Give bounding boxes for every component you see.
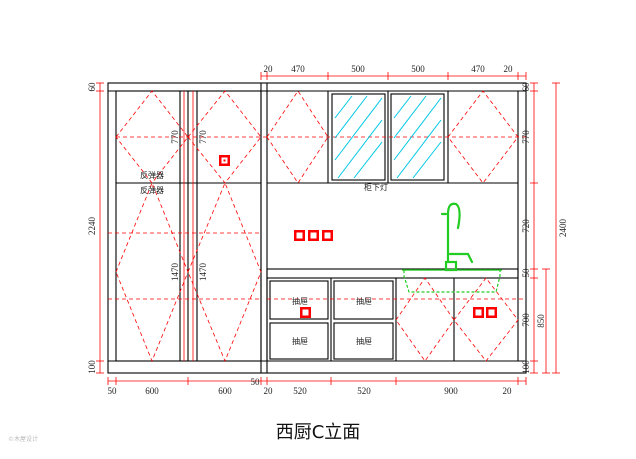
dim-label: 100 (87, 360, 97, 374)
dim-label: 20 (264, 386, 274, 396)
dim-label: 500 (351, 64, 365, 74)
socket-icon (300, 307, 311, 318)
dim-label: 20 (503, 386, 513, 396)
drawer (269, 322, 329, 360)
under-cabinet-light-label: 柜下灯 (364, 182, 388, 192)
push-latch-label: 反弹器 (140, 185, 164, 195)
top-dimension-labels: 20 470 500 500 470 20 (264, 64, 514, 74)
dim-label: 470 (291, 64, 305, 74)
dim-label: 850 (536, 314, 546, 328)
dim-label: 700 (521, 313, 531, 327)
sink (402, 269, 502, 293)
bottom-dimension-labels: 50 600 600 50 20 520 520 900 20 (108, 377, 513, 396)
dim-label: 500 (411, 64, 425, 74)
drawing-title: 西厨C立面 (276, 422, 361, 443)
dim-label: 1470 (198, 263, 208, 282)
door-swing (187, 181, 262, 363)
socket-icon (473, 307, 497, 318)
left-dimension-labels: 60 2240 100 (87, 82, 97, 374)
drawer (333, 280, 394, 320)
dim-label: 2400 (558, 219, 568, 238)
dim-label: 720 (521, 219, 531, 233)
dim-label: 60 (87, 82, 97, 92)
sink-basin (403, 269, 501, 293)
dim-label: 470 (471, 64, 485, 74)
dim-label: 60 (521, 82, 531, 92)
dim-label: 520 (293, 386, 307, 396)
cabinet-outline (107, 82, 527, 374)
dim-label: 770 (170, 130, 180, 144)
dim-label: 50 (108, 386, 118, 396)
dim-label: 20 (264, 64, 274, 74)
dim-label: 50 (521, 268, 531, 278)
countertop (266, 268, 519, 279)
dim-label: 600 (218, 386, 232, 396)
drawer (333, 322, 394, 360)
door-swing (115, 90, 189, 184)
door-swing (395, 277, 455, 362)
dim-label: 770 (198, 130, 208, 144)
annotation-labels: 反弹器 反弹器 柜下灯 抽屉 抽屉 抽屉 抽屉 (140, 170, 388, 346)
drawer-label: 抽屉 (356, 336, 372, 346)
socket-icon (219, 155, 230, 166)
dim-label: 770 (521, 130, 531, 144)
door-swing (453, 277, 519, 362)
drawer-label: 抽屉 (356, 296, 372, 306)
dim-label: 600 (145, 386, 159, 396)
faucet-icon (440, 202, 474, 272)
dim-label: 1470 (170, 263, 180, 282)
door-dimension-labels: 770 770 1470 1470 (170, 130, 208, 281)
drawer (269, 280, 329, 320)
watermark: ©木屋设计 (8, 435, 38, 443)
overall-frame (107, 82, 527, 374)
dim-label: 100 (521, 360, 531, 374)
push-latch-label: 反弹器 (140, 170, 164, 180)
dim-label: 20 (504, 64, 514, 74)
dim-label: 900 (444, 386, 458, 396)
dimension-lines (96, 72, 560, 385)
dim-label: 520 (357, 386, 371, 396)
triple-socket-icon (294, 230, 333, 241)
glass-hatch (334, 95, 442, 179)
drawer-label: 抽屉 (292, 336, 308, 346)
dim-label: 2240 (87, 217, 97, 236)
dim-label: 50 (251, 377, 261, 387)
drawer-label: 抽屉 (292, 296, 308, 306)
right-dimension-labels: 60 770 720 50 700 100 2400 850 (521, 82, 568, 374)
door-swing-lines (108, 90, 526, 363)
door-swing (266, 90, 329, 184)
